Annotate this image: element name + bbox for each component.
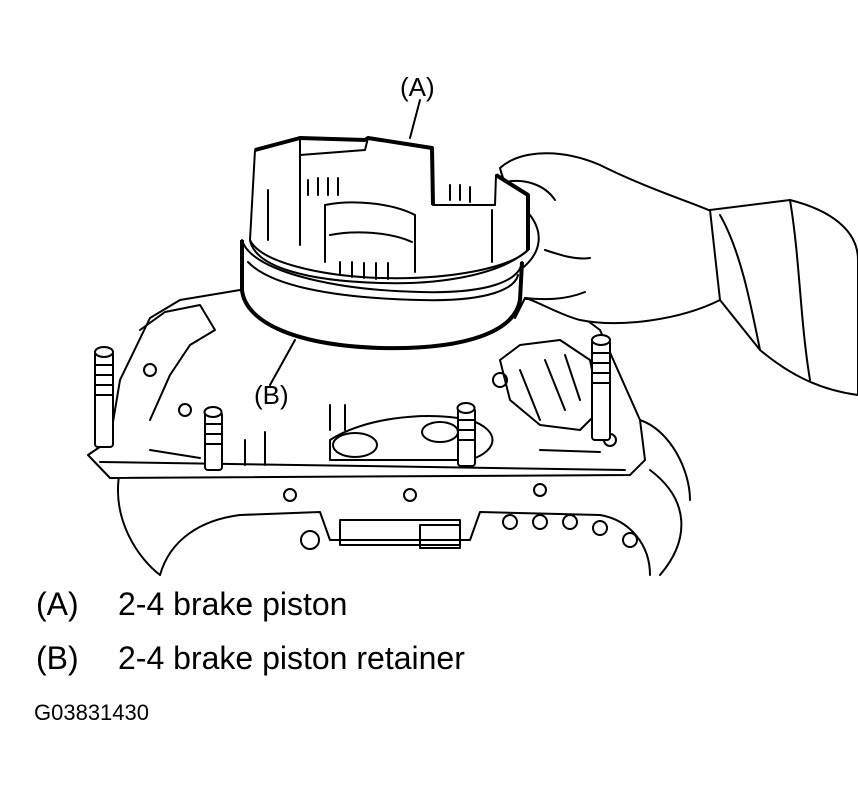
figure-id: G03831430 bbox=[34, 700, 149, 725]
legend-text: 2-4 brake piston bbox=[118, 586, 348, 622]
piston-retainer bbox=[240, 239, 524, 351]
guide-bolts bbox=[94, 334, 611, 471]
callout-a: (A) bbox=[400, 72, 435, 102]
legend-row-b: (B) 2-4 brake piston retainer bbox=[36, 640, 465, 677]
legend-text: 2-4 brake piston retainer bbox=[118, 640, 465, 676]
leader-line-b bbox=[269, 339, 296, 386]
legend-key: (A) bbox=[36, 586, 79, 622]
brake-piston bbox=[249, 136, 530, 285]
legend-row-a: (A) 2-4 brake piston bbox=[36, 586, 347, 623]
leader-line-a bbox=[409, 99, 421, 139]
hand bbox=[499, 152, 858, 396]
legend-key: (B) bbox=[36, 640, 79, 676]
brake-piston-illustration bbox=[87, 99, 858, 576]
transmission-case bbox=[117, 419, 691, 576]
callout-b: (B) bbox=[254, 380, 289, 410]
